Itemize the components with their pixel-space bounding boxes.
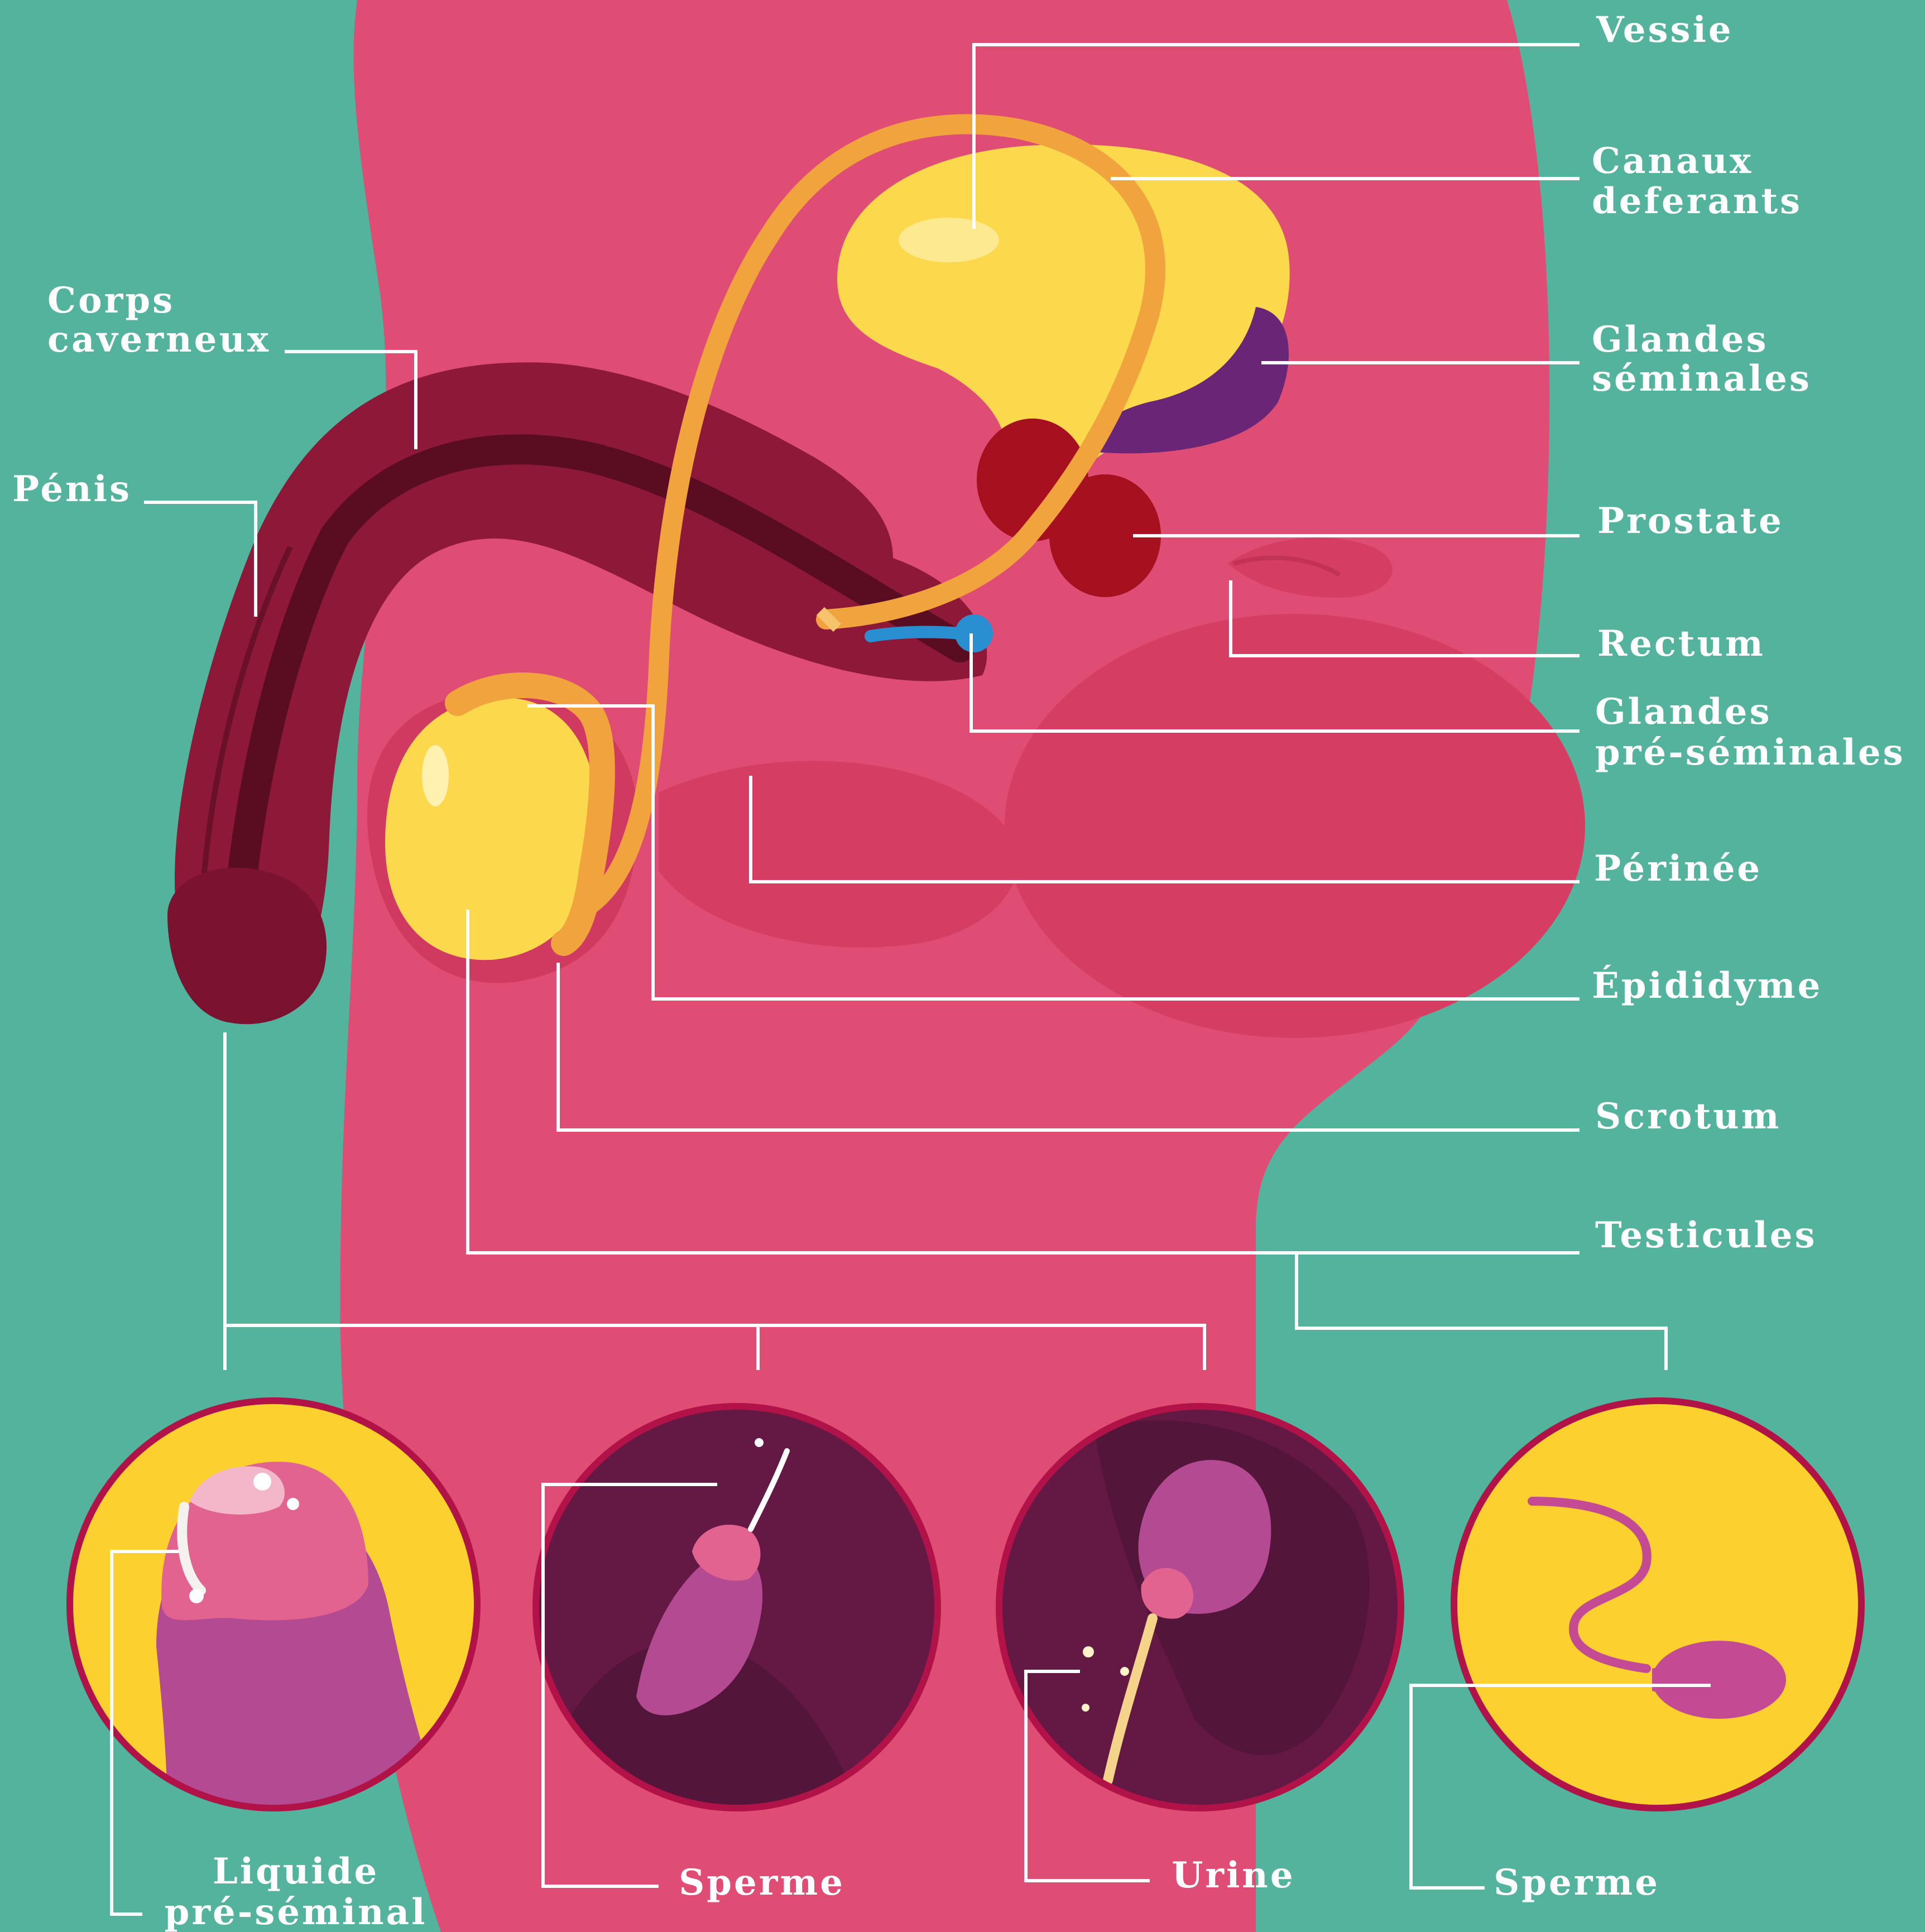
label-glandes-seminales-line1: Glandes xyxy=(1592,319,1768,361)
label-prostate: Prostate xyxy=(1597,500,1784,542)
label-corps-caverneux-line1: Corps xyxy=(47,280,175,321)
buttock-shade xyxy=(1005,614,1585,1038)
label-vessie: Vessie xyxy=(1596,9,1734,51)
label-canaux-line1: Canaux xyxy=(1592,140,1753,182)
label-liquide-line2: pré-séminal xyxy=(165,1891,428,1932)
bladder-highlight xyxy=(899,218,999,262)
label-glandes-pre-seminales-line1: Glandes xyxy=(1595,691,1772,733)
label-penis: Pénis xyxy=(12,468,132,510)
label-scrotum: Scrotum xyxy=(1595,1095,1781,1137)
label-urine: Urine xyxy=(1172,1854,1295,1896)
label-rectum: Rectum xyxy=(1597,623,1765,665)
label-epididyme: Épididyme xyxy=(1592,965,1822,1007)
label-glandes-seminales-line2: séminales xyxy=(1592,358,1812,400)
label-sperme-penis: Sperme xyxy=(679,1862,845,1904)
label-canaux-line2: deferants xyxy=(1592,180,1802,222)
label-liquide-line1: Liquide xyxy=(213,1851,379,1892)
label-sperme-testicules: Sperme xyxy=(1494,1862,1660,1904)
label-glandes-pre-seminales-line2: pré-séminales xyxy=(1595,732,1905,773)
label-perinee: Périnée xyxy=(1594,848,1762,890)
label-testicules: Testicules xyxy=(1595,1214,1817,1256)
label-corps-caverneux-line2: caverneux xyxy=(47,319,271,361)
